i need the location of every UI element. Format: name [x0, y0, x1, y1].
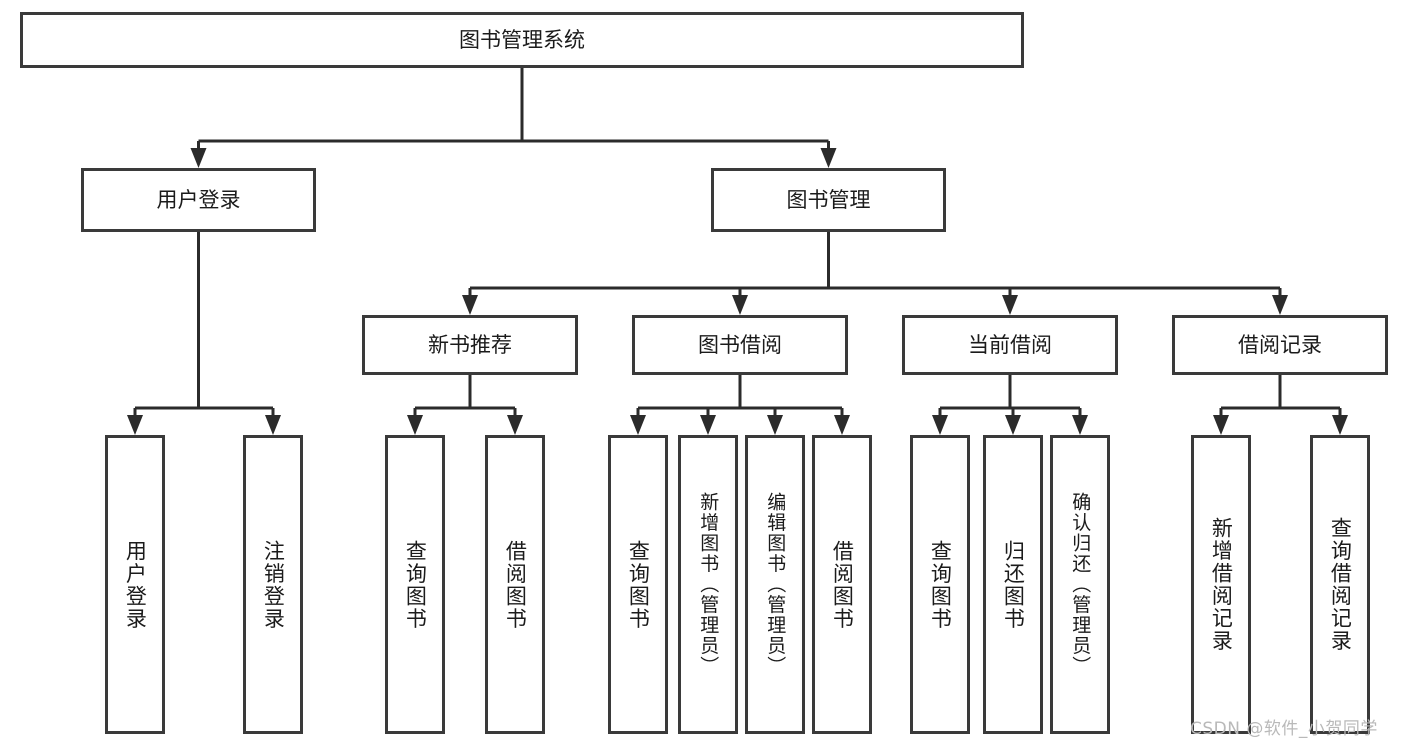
node-leaf-logout-login[interactable]	[243, 435, 303, 734]
node-label-book-borrow: 图书借阅	[698, 333, 782, 357]
arrow-head-icon	[1272, 295, 1288, 315]
arrow-head-icon	[820, 148, 837, 168]
node-leaf-add-book-admin[interactable]	[678, 435, 738, 734]
node-label-current-borrow: 当前借阅	[968, 333, 1052, 357]
node-box-user-login[interactable]	[81, 168, 316, 232]
node-box-leaf-borrow-book-rec[interactable]	[485, 435, 545, 734]
node-box-leaf-return-book[interactable]	[983, 435, 1043, 734]
node-label-root: 图书管理系统	[459, 28, 585, 52]
arrow-head-icon	[834, 415, 850, 435]
arrow-head-icon	[932, 415, 948, 435]
node-box-borrow-record[interactable]	[1172, 315, 1388, 375]
node-box-leaf-borrow-book[interactable]	[812, 435, 872, 734]
node-label-user-login: 用户登录	[157, 188, 241, 212]
node-box-leaf-logout-login[interactable]	[243, 435, 303, 734]
node-leaf-user-login[interactable]	[105, 435, 165, 734]
node-label-book-manage: 图书管理	[787, 188, 871, 212]
node-user-login[interactable]: 用户登录	[81, 168, 316, 232]
arrow-head-icon	[630, 415, 646, 435]
node-box-new-book-recommend[interactable]	[362, 315, 578, 375]
node-leaf-borrow-book[interactable]	[812, 435, 872, 734]
node-leaf-query-book-current[interactable]	[910, 435, 970, 734]
arrow-head-icon	[190, 148, 207, 168]
node-leaf-return-book[interactable]	[983, 435, 1043, 734]
node-borrow-record[interactable]: 借阅记录	[1172, 315, 1388, 375]
node-box-leaf-query-book-current[interactable]	[910, 435, 970, 734]
node-book-manage[interactable]: 图书管理	[711, 168, 946, 232]
node-box-book-borrow[interactable]	[632, 315, 848, 375]
node-box-root[interactable]	[20, 12, 1024, 68]
node-box-leaf-add-book-admin[interactable]	[678, 435, 738, 734]
arrow-head-icon	[265, 415, 281, 435]
node-box-leaf-query-borrow-record[interactable]	[1310, 435, 1370, 734]
arrow-head-icon	[700, 415, 716, 435]
connectors-layer	[127, 68, 1348, 435]
node-leaf-confirm-return-admin[interactable]	[1050, 435, 1110, 734]
node-leaf-query-book-rec[interactable]	[385, 435, 445, 734]
node-box-leaf-add-borrow-record[interactable]	[1191, 435, 1251, 734]
arrow-head-icon	[127, 415, 143, 435]
node-label-new-book-recommend: 新书推荐	[428, 333, 512, 357]
node-book-borrow[interactable]: 图书借阅	[632, 315, 848, 375]
node-root[interactable]: 图书管理系统	[20, 12, 1024, 68]
arrow-head-icon	[462, 295, 478, 315]
arrow-head-icon	[1072, 415, 1088, 435]
node-box-leaf-edit-book-admin[interactable]	[745, 435, 805, 734]
arrow-head-icon	[1332, 415, 1348, 435]
arrow-head-icon	[1213, 415, 1229, 435]
node-label-borrow-record: 借阅记录	[1238, 333, 1322, 357]
watermark-text: CSDN @软件_小贺同学	[1190, 719, 1378, 739]
node-box-current-borrow[interactable]	[902, 315, 1118, 375]
arrow-head-icon	[507, 415, 523, 435]
arrow-head-icon	[767, 415, 783, 435]
node-box-leaf-user-login[interactable]	[105, 435, 165, 734]
node-leaf-add-borrow-record[interactable]	[1191, 435, 1251, 734]
node-leaf-edit-book-admin[interactable]	[745, 435, 805, 734]
node-box-book-manage[interactable]	[711, 168, 946, 232]
node-box-leaf-query-book-borrow[interactable]	[608, 435, 668, 734]
node-leaf-borrow-book-rec[interactable]	[485, 435, 545, 734]
node-leaf-query-borrow-record[interactable]	[1310, 435, 1370, 734]
arrow-head-icon	[1005, 415, 1021, 435]
node-leaf-query-book-borrow[interactable]	[608, 435, 668, 734]
arrow-head-icon	[732, 295, 748, 315]
arrow-head-icon	[407, 415, 423, 435]
node-box-leaf-confirm-return-admin[interactable]	[1050, 435, 1110, 734]
node-new-book-recommend[interactable]: 新书推荐	[362, 315, 578, 375]
node-current-borrow[interactable]: 当前借阅	[902, 315, 1118, 375]
arrow-head-icon	[1002, 295, 1018, 315]
node-box-leaf-query-book-rec[interactable]	[385, 435, 445, 734]
